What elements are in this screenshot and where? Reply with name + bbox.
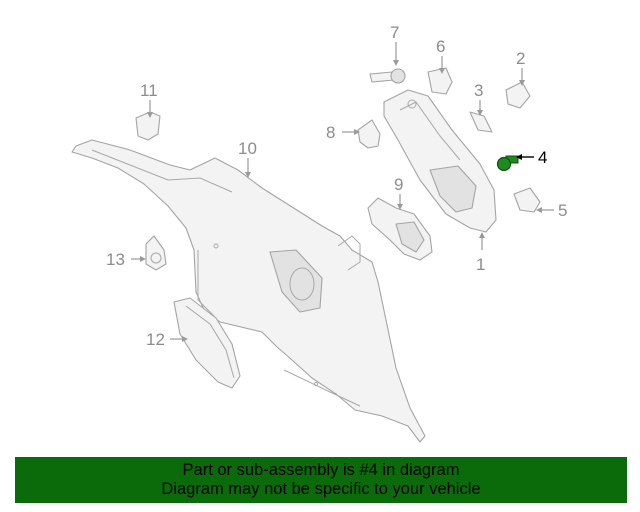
- callout-11: 11: [140, 81, 158, 100]
- callout-13: 13: [106, 250, 125, 269]
- callout-4-highlighted: 4: [538, 148, 547, 167]
- callout-8: 8: [326, 123, 335, 142]
- part-1-pillar-trim: [383, 89, 497, 233]
- banner-line-1: Part or sub-assembly is #4 in diagram: [182, 461, 460, 479]
- callout-7: 7: [390, 23, 399, 42]
- callout-3: 3: [474, 81, 483, 100]
- callout-2: 2: [516, 49, 525, 68]
- part-11-clip: [135, 111, 161, 141]
- part-6-clip: [427, 67, 453, 95]
- part-9-bracket: [367, 197, 433, 261]
- part-8-retainer: [357, 119, 381, 149]
- callout-5: 5: [558, 201, 567, 220]
- callout-10: 10: [238, 139, 257, 158]
- banner-line-2: Diagram may not be specific to your vehi…: [161, 480, 481, 498]
- parts-diagram: 1 2 3 4 5 6 7 8 9 10 11 12 13: [71, 23, 567, 443]
- callout-12: 12: [146, 330, 165, 349]
- callout-6: 6: [436, 37, 445, 56]
- callout-9: 9: [394, 175, 403, 194]
- part-2-clip: [505, 81, 531, 109]
- callout-1: 1: [476, 255, 485, 274]
- part-4-screw-highlighted: [496, 155, 519, 172]
- diagram-notice-banner: Part or sub-assembly is #4 in diagram Di…: [15, 457, 627, 503]
- part-5-clip: [513, 187, 541, 213]
- part-7-screw: [369, 68, 406, 84]
- part-12-cover: [173, 297, 241, 389]
- callout-leaders: [131, 42, 554, 342]
- part-3-pad: [469, 111, 493, 133]
- part-13-clip: [145, 235, 167, 271]
- part-10-quarter-trim-panel: [71, 139, 426, 443]
